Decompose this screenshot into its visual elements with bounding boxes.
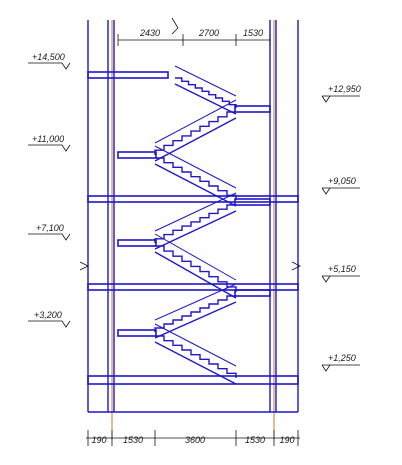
flight-slab xyxy=(154,251,237,299)
flight-steps xyxy=(155,245,237,292)
level-left-1: +14,500 xyxy=(32,52,65,62)
walls xyxy=(87,20,299,412)
level-right-2: +9,050 xyxy=(328,176,356,186)
flight-steps xyxy=(154,111,236,155)
right-level-markers xyxy=(321,95,360,372)
bottom-dim-3: 3600 xyxy=(185,435,205,445)
top-dim-3: 1530 xyxy=(243,28,263,38)
top-dim-1: 2430 xyxy=(139,28,160,38)
flight-slab xyxy=(154,117,237,162)
flight-slab xyxy=(154,301,237,339)
level-right-4: +1,250 xyxy=(328,353,356,363)
left-level-markers xyxy=(28,62,71,328)
handrail xyxy=(154,99,237,144)
flight-steps xyxy=(155,157,237,200)
level-left-2: +11,000 xyxy=(32,134,64,144)
bottom-dim-4: 1530 xyxy=(245,435,265,445)
flight-slab xyxy=(154,341,237,385)
axis-lines xyxy=(111,20,275,440)
level-right-3: +5,150 xyxy=(328,264,356,274)
flight-slab xyxy=(174,83,237,115)
flight-steps xyxy=(175,77,237,108)
flight-steps xyxy=(154,204,236,243)
level-left-3: +7,100 xyxy=(36,223,64,233)
break-marks xyxy=(79,261,301,271)
landings xyxy=(117,105,271,337)
handrail xyxy=(154,323,237,367)
flight-steps xyxy=(155,335,237,378)
bottom-dim-1: 190 xyxy=(91,435,106,445)
bottom-dim-5: 190 xyxy=(279,435,294,445)
handrail xyxy=(154,145,237,189)
floor-slabs xyxy=(87,71,299,413)
level-left-4: +3,200 xyxy=(34,310,62,320)
top-dim-2: 2700 xyxy=(198,28,219,38)
flight-slab xyxy=(154,163,237,207)
bottom-dim-2: 1530 xyxy=(123,435,143,445)
handrail xyxy=(174,65,237,97)
handrail xyxy=(154,192,237,232)
flight-steps xyxy=(154,295,236,332)
top-dimension-chain xyxy=(117,17,271,46)
handrail xyxy=(154,233,237,281)
bottom-dimension-chain xyxy=(86,430,300,446)
handrail xyxy=(154,283,237,321)
level-right-1: +12,950 xyxy=(328,84,361,94)
stair-flights xyxy=(154,65,237,385)
flight-slab xyxy=(154,210,237,250)
